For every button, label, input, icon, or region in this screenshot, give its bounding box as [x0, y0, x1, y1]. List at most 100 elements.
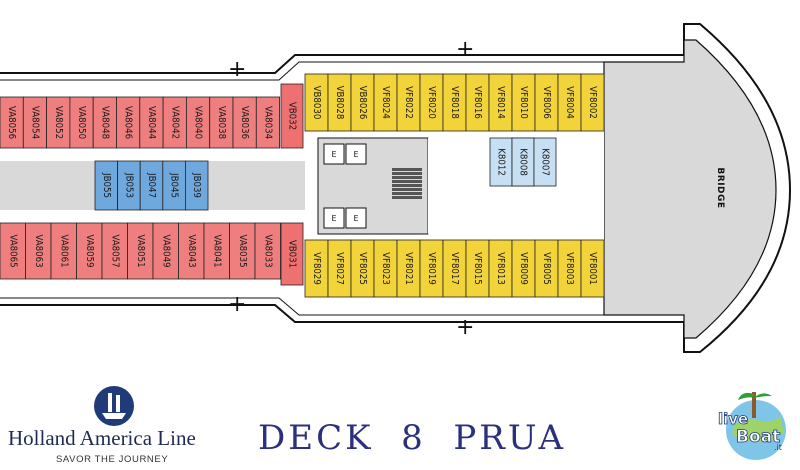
cabin-va8052[interactable]: VA8052	[46, 96, 71, 149]
cabin-box	[580, 239, 605, 298]
cabin-vf8004[interactable]: VF8004	[557, 73, 582, 132]
brand-name: Holland America Line	[8, 426, 196, 450]
cabin-label: VA8040	[193, 106, 204, 139]
cabin-label: VA8033	[262, 234, 273, 267]
cabin-va8057[interactable]: VA8057	[101, 222, 128, 280]
cabin-vf8003[interactable]: VF8003	[557, 239, 582, 298]
cabin-box	[127, 222, 154, 280]
cabin-va8042[interactable]: VA8042	[162, 96, 187, 149]
stair-step	[392, 172, 422, 175]
k-corridor	[428, 138, 490, 234]
cabin-vf8027[interactable]: VF8027	[327, 239, 352, 298]
cabin-k8012[interactable]: K8012	[489, 137, 513, 187]
stair-step	[392, 192, 422, 195]
cabin-vf8009[interactable]: VF8009	[511, 239, 536, 298]
cabin-label: VF8005	[541, 252, 552, 285]
cabin-vf8029[interactable]: VF8029	[304, 239, 329, 298]
cabin-va8046[interactable]: VA8046	[116, 96, 141, 149]
cabin-box	[254, 222, 281, 280]
cabin-label: VB8030	[311, 86, 322, 120]
cabin-vf8013[interactable]: VF8013	[488, 239, 513, 298]
cabin-va8043[interactable]: VA8043	[178, 222, 205, 280]
cabin-jb039[interactable]: JB039	[184, 160, 209, 211]
cabin-label: VA8056	[6, 106, 17, 139]
cabin-vf8024[interactable]: VF8024	[373, 73, 398, 132]
cabin-vb031[interactable]: VB031	[280, 222, 304, 286]
cabin-label: VF8014	[495, 86, 506, 119]
cabin-va8051[interactable]: VA8051	[127, 222, 154, 280]
cabin-va8034[interactable]: VA8034	[255, 96, 280, 149]
stair-step	[392, 196, 422, 199]
cabin-label: VF8006	[541, 86, 552, 119]
stair-step	[392, 180, 422, 183]
cabin-vf8014[interactable]: VF8014	[488, 73, 513, 132]
cabin-vf8020[interactable]: VF8020	[419, 73, 444, 132]
svg-text:live: live	[718, 410, 748, 428]
stair-step	[392, 176, 422, 179]
cabin-vb8030[interactable]: VB8030	[304, 73, 329, 132]
cabin-vb8028[interactable]: VB8028	[327, 73, 352, 132]
cabin-label: VF8013	[495, 252, 506, 285]
cabin-label: VA8043	[186, 234, 197, 267]
cabin-label: VA8052	[53, 106, 64, 139]
cabin-vf8025[interactable]: VF8025	[350, 239, 375, 298]
cabin-vf8021[interactable]: VF8021	[396, 239, 421, 298]
cabin-label: VF8001	[587, 252, 598, 285]
cabin-vf8001[interactable]: VF8001	[580, 239, 605, 298]
cabin-vb8026[interactable]: VB8026	[350, 73, 375, 132]
cabin-va8041[interactable]: VA8041	[203, 222, 230, 280]
cabin-vf8022[interactable]: VF8022	[396, 73, 421, 132]
cabin-jb055[interactable]: JB055	[94, 160, 119, 211]
cabin-label: VA8054	[29, 106, 40, 139]
cabin-label: VA8063	[33, 234, 44, 267]
cabin-va8040[interactable]: VA8040	[185, 96, 211, 149]
deck-title: DECK 8 PRUA	[258, 418, 566, 458]
cabin-vf8023[interactable]: VF8023	[373, 239, 398, 298]
svg-text:.it: .it	[774, 443, 782, 452]
cabin-va8038[interactable]: VA8038	[209, 96, 234, 149]
cabin-vf8018[interactable]: VF8018	[442, 73, 467, 132]
cabin-label: VA8049	[160, 234, 171, 267]
cabin-label: VF8021	[403, 252, 414, 285]
cabin-va8044[interactable]: VA8044	[139, 96, 164, 149]
bridge-label: BRIDGE	[715, 167, 725, 208]
cabin-va8049[interactable]: VA8049	[152, 222, 179, 280]
cabin-vf8006[interactable]: VF8006	[534, 73, 559, 132]
cabin-va8054[interactable]: VA8054	[22, 96, 47, 149]
cabin-jb047[interactable]: JB047	[139, 160, 164, 211]
cabin-va8061[interactable]: VA8061	[50, 222, 77, 280]
cabin-k8007[interactable]: K8007	[533, 137, 557, 187]
elevator-label: E	[331, 150, 336, 159]
hal-logo	[94, 386, 134, 426]
cabin-jb045[interactable]: JB045	[162, 160, 186, 211]
cabin-va8033[interactable]: VA8033	[254, 222, 281, 280]
cabin-vf8010[interactable]: VF8010	[511, 73, 536, 132]
cabin-vf8017[interactable]: VF8017	[442, 239, 467, 298]
cabin-va8059[interactable]: VA8059	[76, 222, 103, 280]
cabin-label: VA8061	[58, 234, 69, 267]
cabin-va8056[interactable]: VA8056	[0, 96, 24, 149]
cabin-k8008[interactable]: K8008	[511, 137, 535, 187]
cabin-vf8016[interactable]: VF8016	[465, 73, 490, 132]
cabin-box	[280, 83, 304, 149]
cabin-va8036[interactable]: VA8036	[232, 96, 257, 149]
cabin-jb053[interactable]: JB053	[117, 160, 141, 211]
cabin-va8048[interactable]: VA8048	[92, 96, 117, 149]
cabin-vb032[interactable]: VB032	[280, 83, 304, 149]
cabin-vf8015[interactable]: VF8015	[465, 239, 490, 298]
cabin-va8065[interactable]: VA8065	[0, 222, 26, 280]
cabin-label: VB8026	[357, 86, 368, 120]
cabin-vf8019[interactable]: VF8019	[419, 239, 444, 298]
cabin-vf8005[interactable]: VF8005	[534, 239, 559, 298]
cabin-label: VA8046	[123, 106, 134, 139]
cabin-va8035[interactable]: VA8035	[229, 222, 256, 280]
cabin-va8063[interactable]: VA8063	[25, 222, 52, 280]
cabin-label: K8012	[496, 148, 507, 176]
cabin-label: K8007	[540, 148, 551, 176]
elevator	[345, 143, 367, 165]
cabin-va8050[interactable]: VA8050	[69, 96, 94, 149]
cabin-label: VF8009	[518, 252, 529, 285]
hal-logo-emblem	[94, 386, 134, 426]
cabin-vf8002[interactable]: VF8002	[580, 73, 605, 132]
cabin-box	[533, 137, 557, 187]
